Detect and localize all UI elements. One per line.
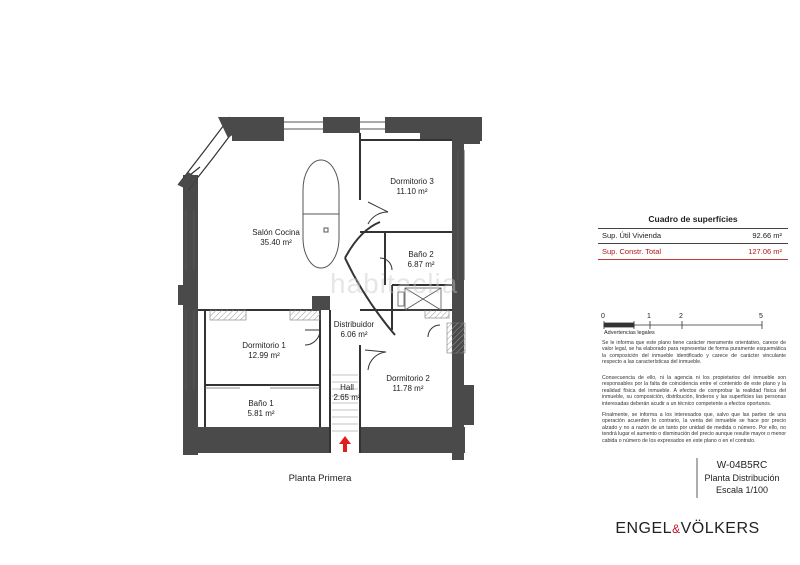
room-area: 12.99 m² xyxy=(248,351,280,360)
scale-tick-label: 5 xyxy=(759,313,763,320)
room-name: Dormitorio 1 xyxy=(242,341,286,350)
room-bano-1: Baño 1 5.81 m² xyxy=(236,399,286,419)
legal-paragraph: Finalmente, se informa a los interesados… xyxy=(602,412,786,444)
legal-paragraph: Consecuencia de ello, ni la agencia ni l… xyxy=(602,375,786,407)
room-area: 6.06 m² xyxy=(340,330,368,339)
reference-line1: Planta Distribución xyxy=(704,473,780,483)
room-name: Distribuidor xyxy=(333,320,375,329)
useful-area-value: 92.66 m² xyxy=(752,231,782,240)
built-area-row: Sup. Constr. Total 127.06 m² xyxy=(602,247,782,256)
room-name: Baño 2 xyxy=(408,250,434,259)
room-area: 6.87 m² xyxy=(407,260,435,269)
scale-tick-label: 0 xyxy=(601,313,605,320)
room-name: Baño 1 xyxy=(248,399,274,408)
room-area: 11.78 m² xyxy=(392,384,424,393)
room-salon-cocina: Salón Cocina 35.40 m² xyxy=(246,228,306,248)
brand-left: ENGEL xyxy=(615,520,673,537)
legal-paragraph: Se le informa que este plano tiene carác… xyxy=(602,340,786,366)
room-name: Dormitorio 3 xyxy=(390,177,434,186)
room-distribuidor: Distribuidor 6.06 m² xyxy=(326,320,382,340)
room-area: 2.65 m² xyxy=(333,393,361,402)
legal-caption: Advertencias legales xyxy=(604,330,655,336)
divider xyxy=(598,259,788,260)
entrance-arrow-icon xyxy=(339,436,351,452)
brand-logo: ENGEL&VÖLKERS xyxy=(595,520,780,538)
shaft xyxy=(404,287,442,311)
room-area: 11.10 m² xyxy=(396,187,428,196)
surfaces-title: Cuadro de superfícies xyxy=(648,214,738,224)
room-name: Salón Cocina xyxy=(252,228,300,237)
useful-area-label: Sup. Útil Vivienda xyxy=(602,231,662,240)
room-dormitorio-2: Dormitorio 2 11.78 m² xyxy=(378,374,438,394)
stairs xyxy=(332,374,358,432)
room-dormitorio-1: Dormitorio 1 12.99 m² xyxy=(234,341,294,361)
scale-bar xyxy=(603,321,763,329)
brand-right: VÖLKERS xyxy=(680,520,760,537)
built-area-label: Sup. Constr. Total xyxy=(602,247,662,256)
reference-code: W-04B5RC xyxy=(716,460,768,471)
doors xyxy=(304,201,441,371)
reference-block: W-04B5RC Planta Distribución Escala 1/10… xyxy=(696,460,788,496)
room-bano-2: Baño 2 6.87 m² xyxy=(396,250,446,270)
room-area: 35.40 m² xyxy=(260,238,292,247)
kitchen-island xyxy=(302,159,340,269)
watermark: habitaclia xyxy=(330,268,459,299)
scale-tick-label: 2 xyxy=(679,313,683,320)
room-hall: Hall 2.65 m² xyxy=(330,383,364,403)
plan-caption: Planta Primera xyxy=(288,473,352,484)
room-name: Dormitorio 2 xyxy=(386,374,430,383)
room-name: Hall xyxy=(340,383,354,392)
divider xyxy=(598,228,788,229)
built-area-value: 127.06 m² xyxy=(748,247,782,256)
divider xyxy=(598,243,788,244)
scale-tick-label: 1 xyxy=(647,313,651,320)
reference-line2: Escala 1/100 xyxy=(715,485,769,495)
room-dormitorio-3: Dormitorio 3 11.10 m² xyxy=(382,177,442,197)
brand-ampersand: & xyxy=(672,522,681,536)
useful-area-row: Sup. Útil Vivienda 92.66 m² xyxy=(602,231,782,240)
room-area: 5.81 m² xyxy=(247,409,275,418)
